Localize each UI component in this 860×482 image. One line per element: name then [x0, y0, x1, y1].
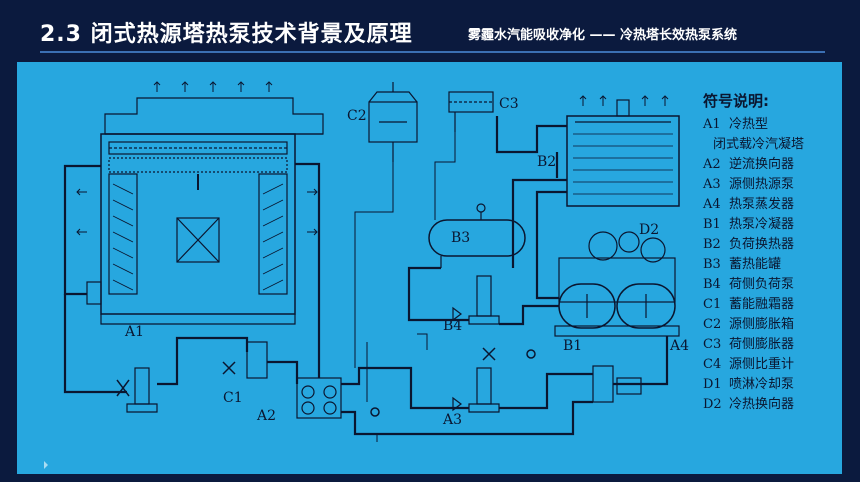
legend-item: A4 热泵蒸发器 [703, 195, 838, 215]
legend-item-name: 热泵蒸发器 [729, 197, 795, 212]
legend-item: A1 冷热型 [703, 115, 838, 135]
legend-item: B3 蓄热能罐 [703, 255, 838, 275]
label-b2: B2 [537, 154, 557, 170]
cooling-tower-a1 [76, 81, 324, 325]
valves [370, 347, 536, 417]
load-heat-exchanger-b2 [566, 95, 680, 207]
expansion-tank-c2 [368, 82, 418, 162]
label-a3: A3 [443, 412, 463, 428]
storage-tank-b3 [428, 203, 526, 268]
legend-item-code: B4 [703, 277, 721, 292]
legend-item: A2 逆流换向器 [703, 155, 838, 175]
slide-header: 2.3 闭式热源塔热泵技术背景及原理 雾霾水汽能吸收净化 —— 冷热塔长效热泵系… [0, 0, 860, 62]
heat-pump-unit [554, 231, 680, 337]
legend-item: C1 蓄能融霜器 [703, 295, 838, 315]
label-c2: C2 [347, 108, 367, 124]
system-diagram [63, 81, 680, 442]
legend-item-name: 冷热型 [729, 117, 769, 132]
legend-title: 符号说明: [703, 92, 769, 110]
label-c1: C1 [223, 390, 243, 406]
legend-item-name: 冷热换向器 [729, 397, 795, 412]
defrost-c1 [222, 341, 268, 379]
legend-item-code: A1 [703, 117, 721, 132]
legend-item-code: A4 [703, 197, 721, 212]
pump-b4 [452, 275, 500, 325]
legend-item-code: B1 [703, 217, 721, 232]
label-a2: A2 [257, 408, 277, 424]
legend-item-code: B2 [703, 237, 721, 252]
legend-item-code: A3 [703, 177, 721, 192]
legend-item: D1 喷淋冷却泵 [703, 375, 838, 395]
diagram-panel: A1 A2 A3 A4 B1 B2 B3 B4 C1 C2 C3 D2 符号说明… [17, 62, 842, 474]
pump-a3 [452, 367, 500, 413]
legend-item-name: 逆流换向器 [729, 157, 795, 172]
legend-item: C2 源侧膨胀箱 [703, 315, 838, 335]
legend-item-code: D1 [703, 377, 722, 392]
legend-item: B2 负荷换热器 [703, 235, 838, 255]
legend-item-code: C2 [703, 317, 722, 332]
legend-item: D2 冷热换向器 [703, 395, 838, 415]
legend-item-code: A2 [703, 157, 721, 172]
aux-lines [354, 132, 456, 442]
legend-item: 闭式载冷汽凝塔 [703, 135, 838, 155]
slide-subtitle: 雾霾水汽能吸收净化 —— 冷热塔长效热泵系统 [468, 28, 738, 43]
legend-item-name: 蓄热能罐 [729, 257, 782, 272]
legend-item-code: C4 [703, 357, 722, 372]
legend-item-name: 源侧热源泵 [729, 177, 795, 192]
piping [63, 116, 669, 436]
legend-item-name: 荷侧膨胀器 [729, 337, 795, 352]
legend-item-code: D2 [703, 397, 722, 412]
legend-list: A1 冷热型闭式载冷汽凝塔 A2 逆流换向器 A3 源侧热源泵 A4 热泵蒸发器 B1 热泵冷凝器… [703, 115, 838, 415]
pump-d1 [116, 367, 158, 413]
legend-item-name: 闭式载冷汽凝塔 [713, 137, 805, 152]
legend-item-name: 喷淋冷却泵 [729, 377, 795, 392]
legend-item: C4 源侧比重计 [703, 355, 838, 375]
legend-item: A3 源侧热源泵 [703, 175, 838, 195]
label-c3: C3 [499, 96, 519, 112]
legend-item-name: 荷侧负荷泵 [729, 277, 795, 292]
legend-item: C3 荷侧膨胀器 [703, 335, 838, 355]
label-b1: B1 [563, 338, 583, 354]
title-underline [40, 51, 825, 53]
legend-item: B1 热泵冷凝器 [703, 215, 838, 235]
label-a1: A1 [125, 324, 145, 340]
expansion-tank-c3 [448, 91, 494, 132]
reversing-valve-a2 [296, 377, 342, 419]
legend-item-code: C3 [703, 337, 722, 352]
legend-item-name: 源侧比重计 [729, 357, 795, 372]
legend-item-code: B3 [703, 257, 721, 272]
slide-title: 2.3 闭式热源塔热泵技术背景及原理 [40, 22, 413, 47]
label-b3: B3 [451, 230, 471, 246]
legend-item-name: 源侧膨胀箱 [729, 317, 795, 332]
label-a4: A4 [670, 338, 690, 354]
legend-item: B4 荷侧负荷泵 [703, 275, 838, 295]
label-b4: B4 [443, 318, 463, 334]
label-d2: D2 [639, 222, 660, 238]
cursor-arrow-icon [44, 461, 48, 469]
legend-item-name: 负荷换热器 [729, 237, 795, 252]
legend-item-code: C1 [703, 297, 722, 312]
symbol-legend: 符号说明: A1 冷热型闭式载冷汽凝塔 A2 逆流换向器 A3 源侧热源泵 A4 热泵蒸发器 B… [703, 90, 838, 415]
legend-item-name: 热泵冷凝器 [729, 217, 795, 232]
legend-item-name: 蓄能融霜器 [729, 297, 795, 312]
